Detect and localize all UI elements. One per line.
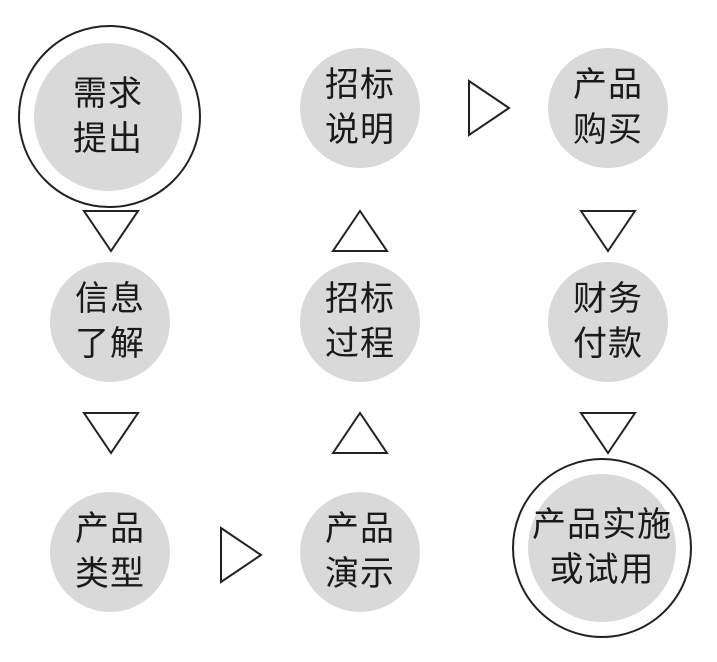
arrow-up-icon (331, 410, 389, 456)
node-label: 需求 提出 (73, 74, 143, 159)
node-label: 产品 演示 (325, 509, 395, 594)
arrow-up-icon (331, 208, 389, 254)
node-label: 财务 付款 (573, 279, 643, 364)
node-label: 产品 类型 (75, 509, 145, 594)
node-implementation-or-trial: 产品实施 或试用 (528, 474, 676, 622)
arrow-down-icon (579, 410, 637, 456)
node-need-proposal: 需求 提出 (34, 43, 182, 191)
node-financial-payment: 财务 付款 (548, 262, 668, 382)
node-information-gathering: 信息 了解 (50, 262, 170, 382)
node-label: 招标 过程 (325, 279, 395, 364)
node-product-types: 产品 类型 (50, 492, 170, 612)
node-label: 产品实施 或试用 (532, 505, 672, 590)
node-label: 产品 购买 (573, 65, 643, 150)
node-bidding-process: 招标 过程 (300, 262, 420, 382)
node-bidding-description: 招标 说明 (300, 48, 420, 168)
arrow-down-icon (82, 410, 140, 456)
node-product-purchase: 产品 购买 (548, 48, 668, 168)
arrow-right-icon (466, 79, 512, 137)
node-label: 招标 说明 (325, 65, 395, 150)
arrow-down-icon (579, 208, 637, 254)
node-product-demo: 产品 演示 (300, 492, 420, 612)
node-label: 信息 了解 (75, 279, 145, 364)
arrow-right-icon (218, 526, 264, 584)
arrow-down-icon (82, 208, 140, 254)
